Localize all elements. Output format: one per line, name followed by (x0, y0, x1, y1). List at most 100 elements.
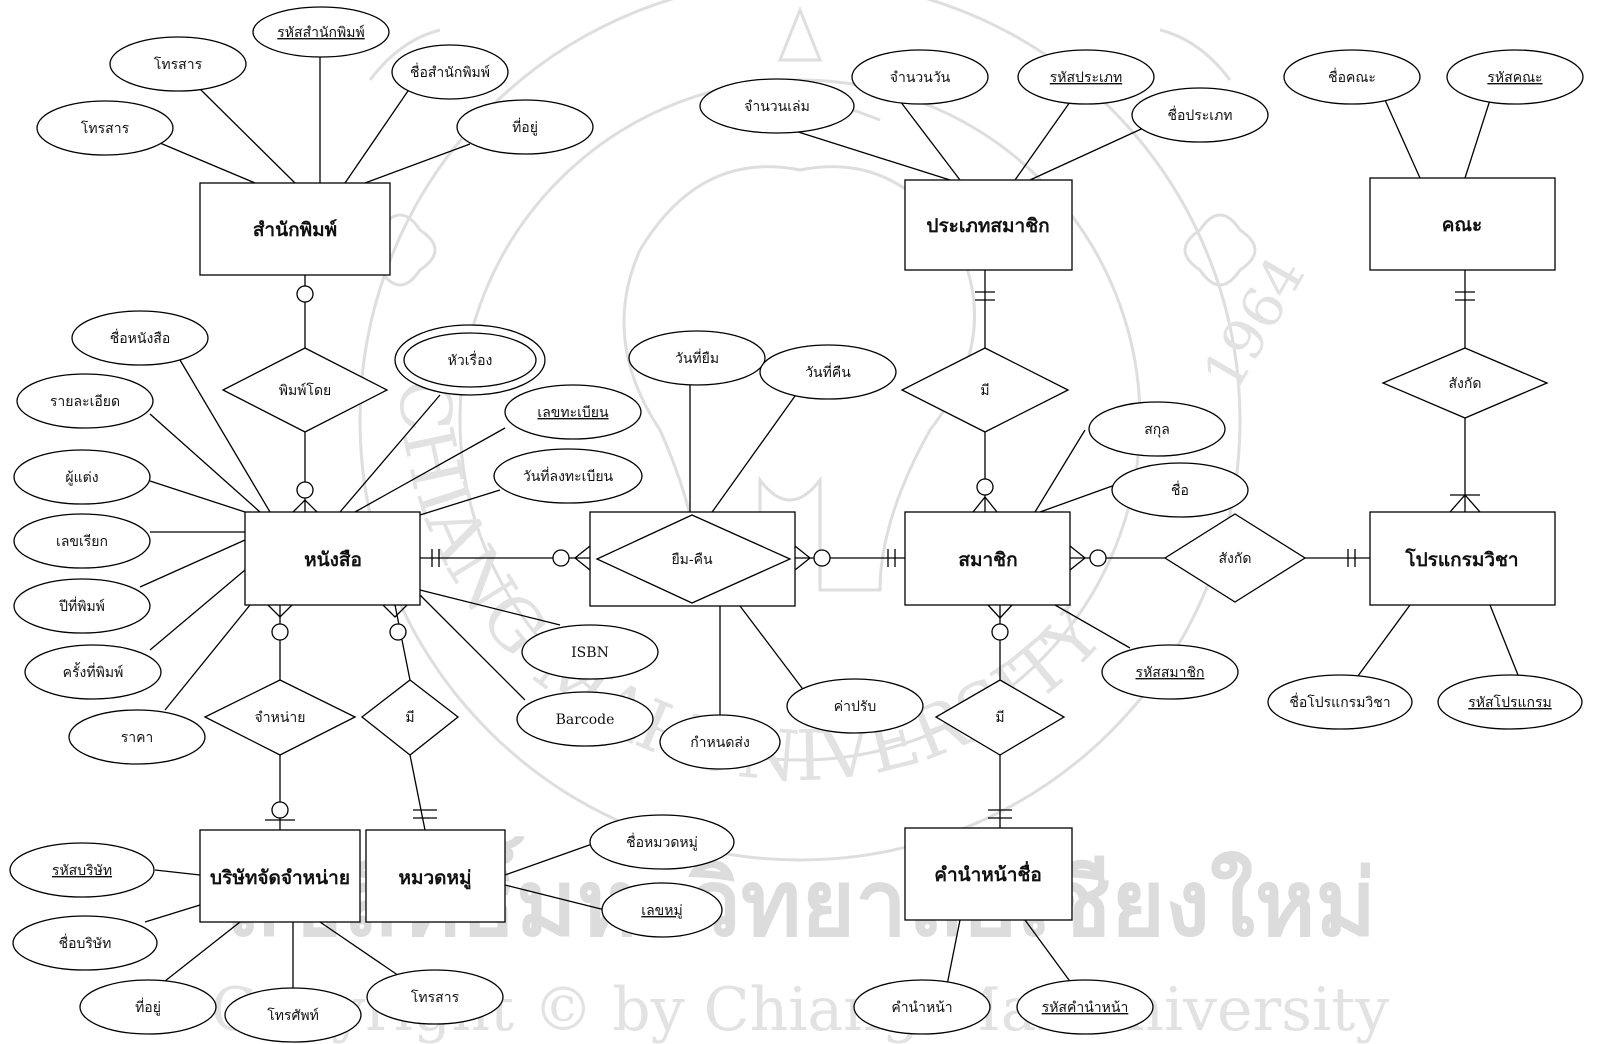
optional-circle (976, 478, 994, 496)
entity-label: ประเภทสมาชิก (926, 215, 1049, 237)
relationship-label: พิมพ์โดย (279, 382, 332, 399)
attr-label: วันที่ลงทะเบียน (523, 467, 614, 485)
attr-label: โทรสาร (81, 120, 130, 137)
attr-label: ชื่อหนังสือ (110, 329, 171, 347)
entity-box (199, 182, 391, 276)
attr-return-date: วันที่คืน (759, 344, 897, 400)
attr-book-barcode: Barcode (516, 691, 654, 747)
relationship-distributes: จำหน่าย (203, 679, 357, 756)
attr-book-reg-date: วันที่ลงทะเบียน (493, 448, 643, 504)
attr-label-key: เลขหมู่ (641, 903, 682, 919)
optional-circle (991, 623, 1009, 641)
attr-label-key: รหัสประเภท (1050, 70, 1122, 86)
entity-distributor: บริษัทจัดจำหน่าย (199, 829, 361, 923)
relationship-faculty-affiliation: สังกัด (1381, 347, 1549, 419)
relationship-diamond (900, 347, 1070, 433)
attr-program-id: รหัสโปรแกรม (1437, 674, 1583, 730)
relationship-label: สังกัด (1449, 376, 1482, 392)
attr-prefix-id: รหัสคำนำหน้า (1016, 979, 1154, 1035)
optional-circle (296, 481, 314, 499)
attr-book-edition: ครั้งที่พิมพ์ (24, 644, 162, 700)
attr-borrow-date: วันที่ยืม (628, 330, 766, 386)
relationship-member-type-has: มี (900, 347, 1070, 433)
optional-circle (271, 623, 289, 641)
optional-circle (271, 801, 289, 819)
attr-dist-id: รหัสบริษัท (9, 842, 155, 898)
attr-type-name: ชื่อประเภท (1131, 87, 1269, 143)
attr-label-key: รหัสสำนักพิมพ์ (277, 24, 364, 41)
attr-type-id: รหัสประเภท (1017, 49, 1155, 105)
relationship-diamond (203, 679, 357, 756)
attr-member-id: รหัสสมาชิก (1101, 644, 1239, 700)
attr-label: ที่อยู่ (512, 118, 538, 136)
entity-box (199, 829, 361, 923)
attr-fine: ค่าปรับ (786, 678, 924, 734)
attr-pub-name: ชื่อสำนักพิมพ์ (391, 44, 509, 100)
entity-member-type: ประเภทสมาชิก (904, 179, 1073, 271)
attr-label: Barcode (556, 712, 615, 728)
attr-label: กำหนดส่ง (690, 735, 750, 751)
attr-label: ชื่อ (1171, 481, 1189, 499)
relationship-diamond (1381, 347, 1549, 419)
relationship-label: สังกัด (1219, 551, 1252, 567)
attr-book-call-no: เลขเรียก (13, 513, 151, 569)
entity-member: สมาชิก (904, 511, 1071, 606)
attr-dist-address: ที่อยู่ (79, 979, 217, 1035)
attr-pub-address: ที่อยู่ (456, 99, 594, 155)
attr-label: ชื่อบริษัท (59, 934, 112, 952)
optional-circle (389, 623, 407, 641)
entity-label: บริษัทจัดจำหน่าย (210, 867, 350, 889)
relationship-diamond (360, 679, 460, 756)
attr-book-price: ราคา (68, 709, 206, 765)
relationship-published-by: พิมพ์โดย (221, 347, 389, 433)
attr-label-key: เลขทะเบียน (537, 405, 609, 421)
attr-type-days: จำนวนวัน (851, 49, 989, 105)
attr-faculty-id: รหัสคณะ (1446, 49, 1584, 105)
attr-label: ค่าปรับ (834, 699, 877, 715)
relationship-borrow-return: ยืม-คืน (589, 511, 796, 607)
relationship-category-has: มี (360, 679, 460, 756)
optional-circle (813, 549, 831, 567)
relationship-label: มี (405, 710, 414, 726)
relationship-program-affiliation: สังกัด (1163, 513, 1307, 603)
attr-label: สกุล (1144, 422, 1170, 438)
relationship-prefix-has: มี (934, 679, 1066, 756)
relationship-diamond (1163, 513, 1307, 603)
relationship-diamond (221, 347, 389, 433)
attr-label: โทรสาร (154, 56, 203, 73)
attr-label: ปีที่พิมพ์ (59, 597, 105, 615)
attr-dist-fax: โทรสาร (366, 969, 504, 1025)
attr-faculty-name: ชื่อคณะ (1283, 49, 1421, 105)
entity-box (1369, 177, 1556, 271)
attr-book-reg-no: เลขทะเบียน (504, 384, 642, 440)
attr-label: ชื่อประเภท (1167, 106, 1232, 124)
attr-book-author: ผู้แต่ง (13, 449, 151, 505)
attr-label: จำนวนเล่ม (744, 99, 810, 115)
optional-circle (296, 285, 314, 303)
entity-label: หมวดหมู่ (398, 867, 471, 890)
attr-label-key: รหัสคณะ (1487, 70, 1542, 86)
attr-label: ครั้งที่พิมพ์ (63, 662, 124, 681)
attr-member-surname: สกุล (1088, 401, 1226, 457)
entity-category: หมวดหมู่ (365, 829, 506, 923)
attr-program-name: ชื่อโปรแกรมวิชา (1267, 674, 1413, 730)
attr-label: ISBN (571, 645, 609, 661)
attr-dist-name: ชื่อบริษัท (12, 915, 158, 971)
relationship-label: มี (995, 710, 1004, 726)
attr-label: ชื่อโปรแกรมวิชา (1289, 693, 1390, 711)
attr-label: ชื่อสำนักพิมพ์ (410, 63, 490, 81)
entity-faculty: คณะ (1369, 177, 1556, 271)
attr-cat-name: ชื่อหมวดหมู่ (589, 814, 735, 870)
attr-label-key: รหัสสมาชิก (1136, 665, 1205, 681)
attr-dist-phone: โทรศัพท์ (224, 987, 362, 1043)
attr-type-books: จำนวนเล่ม (699, 78, 855, 134)
attr-pub-id: รหัสสำนักพิมพ์ (252, 6, 390, 58)
attr-pub-fax: โทรสาร (36, 100, 174, 156)
attr-book-name: ชื่อหนังสือ (71, 310, 209, 366)
attr-label-key: รหัสโปรแกรม (1468, 694, 1551, 711)
entity-title-prefix: คำนำหน้าชื่อ (904, 827, 1073, 921)
attr-member-name: ชื่อ (1111, 462, 1249, 518)
attr-label: จำนวนวัน (890, 70, 951, 86)
attr-label: ที่อยู่ (135, 998, 161, 1016)
attr-label-key: รหัสบริษัท (52, 863, 112, 879)
